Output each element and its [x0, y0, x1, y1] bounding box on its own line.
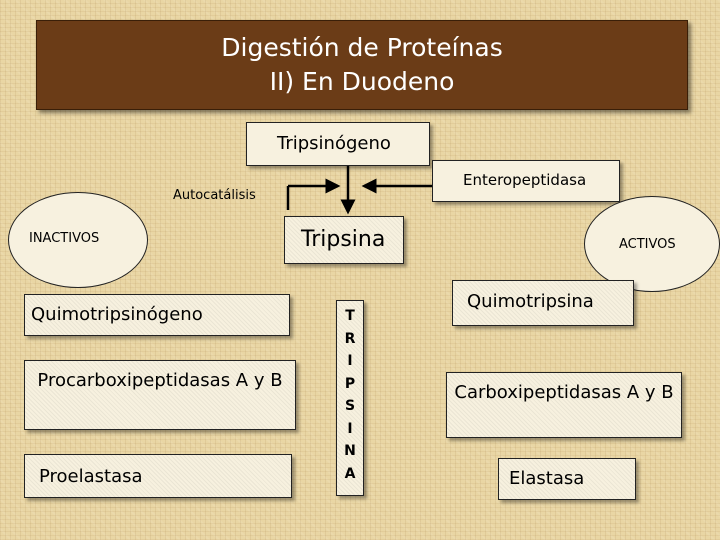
tripsina-label: Tripsina: [301, 227, 386, 252]
active-item-label: Quimotripsina: [467, 291, 594, 312]
vertical-letter: I: [347, 420, 353, 437]
active-item-carboxipeptidasas: Carboxipeptidasas A y B: [446, 372, 682, 438]
vertical-letter: I: [347, 353, 353, 369]
tripsina-box: Tripsina: [284, 216, 404, 264]
inactive-item-quimotripsinogeno: Quimotripsinógeno: [24, 294, 290, 336]
active-item-quimotripsina: Quimotripsina: [452, 280, 634, 326]
title-banner: Digestión de Proteínas II) En Duodeno: [36, 20, 688, 110]
vertical-letter: S: [344, 398, 356, 414]
vertical-letter: P: [344, 375, 356, 392]
inactivos-ellipse: INACTIVOS: [8, 192, 148, 288]
vertical-letter: N: [344, 443, 356, 459]
active-item-label: Carboxipeptidasas A y B: [454, 382, 674, 403]
activos-ellipse: ACTIVOS: [584, 196, 720, 292]
active-item-elastasa: Elastasa: [498, 458, 636, 500]
title-line-1: Digestión de Proteínas: [221, 33, 503, 62]
enteropeptidasa-box: Enteropeptidasa: [432, 160, 620, 202]
title-line-2: II) En Duodeno: [269, 67, 455, 96]
inactivos-label: INACTIVOS: [29, 231, 100, 246]
inactive-item-label: Proelastasa: [39, 466, 143, 487]
vertical-letter: R: [344, 330, 356, 347]
inactive-item-label: Quimotripsinógeno: [31, 304, 203, 325]
vertical-letter: T: [345, 308, 355, 324]
inactive-item-procarboxipeptidasas: Procarboxipeptidasas A y B: [24, 360, 296, 430]
inactive-item-label: Procarboxipeptidasas A y B: [37, 370, 283, 391]
autocatalisis-label: Autocatálisis: [173, 188, 256, 203]
inactive-item-proelastasa: Proelastasa: [24, 454, 292, 498]
tripsinogeno-box: Tripsinógeno: [246, 122, 430, 166]
activos-label: ACTIVOS: [619, 237, 676, 252]
active-item-label: Elastasa: [509, 468, 585, 489]
enteropeptidasa-label: Enteropeptidasa: [463, 171, 587, 189]
tripsinogeno-label: Tripsinógeno: [277, 133, 391, 154]
vertical-letter: A: [344, 465, 356, 482]
